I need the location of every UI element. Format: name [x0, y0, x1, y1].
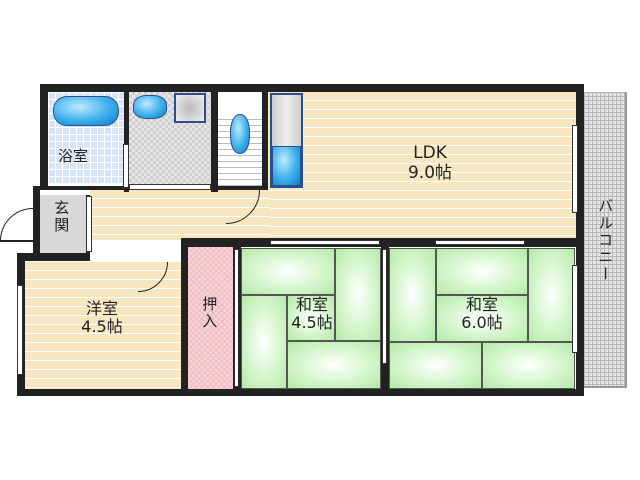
- ldk-label: LDK 9.0帖: [407, 143, 453, 183]
- fusuma-2: [382, 249, 387, 364]
- sliding-door-2: [435, 240, 525, 245]
- western-room-floor: [25, 262, 181, 389]
- kitchen-sink-icon: [272, 146, 301, 186]
- bath-door: [123, 144, 129, 188]
- japanese-room-window: [572, 265, 578, 353]
- entrance-label: 玄関: [52, 200, 71, 234]
- japanese-room-4-5-label: 和室 4.5帖: [291, 295, 333, 333]
- balcony-label: バルコニー: [596, 198, 615, 283]
- closet-floor: [188, 247, 233, 389]
- japanese-room-6-0-label: 和室 6.0帖: [461, 295, 503, 333]
- washing-machine-icon: [174, 93, 206, 123]
- sliding-door-1: [270, 240, 380, 245]
- bathtub-icon: [53, 96, 119, 126]
- western-room-label: 洋室 4.5帖: [81, 299, 123, 337]
- fusuma-1: [234, 249, 239, 387]
- bathroom-label: 浴室: [58, 147, 89, 165]
- ldk-floor: [268, 92, 576, 240]
- ldk-window: [572, 125, 578, 213]
- western-room-window: [17, 285, 23, 375]
- toilet-icon: [230, 114, 250, 154]
- entrance-floor: [40, 195, 86, 253]
- balcony-floor: [584, 92, 625, 388]
- closet-label: 押入: [200, 296, 219, 330]
- entrance-step: [86, 196, 92, 252]
- washbasin-icon: [133, 95, 167, 119]
- washroom-opening: [129, 184, 211, 190]
